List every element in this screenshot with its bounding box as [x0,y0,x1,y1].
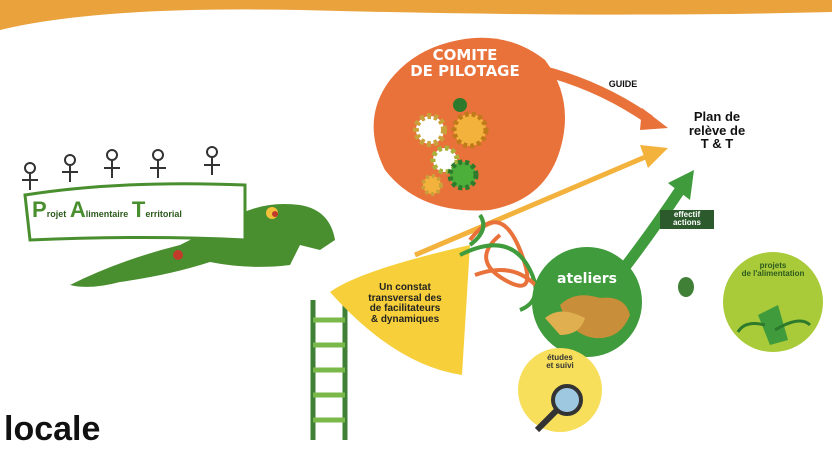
small-dot [678,277,694,297]
logo-word-t: erritorial [145,209,182,219]
logo-letter-p: P [32,197,47,222]
orange-circle-line2: DE PILOTAGE [400,64,530,80]
top-band [0,0,832,30]
green-circle-label: ateliers [545,272,629,287]
constat-line1: Un constat [350,283,460,294]
target-line1: Plan de [672,110,762,124]
ladder [313,300,345,440]
yellow-constat-text: Un constat transversal des de facilitate… [350,283,460,325]
target-line2: relève de [672,124,762,138]
logo-letter-t: T [132,197,145,222]
small-yellow-line2: et suivi [530,362,590,370]
target-text: Plan de relève de T & T [672,110,762,151]
logo-word-p: rojet [47,209,67,219]
lime-line2: de l'alimentation [735,270,811,278]
target-line3: T & T [672,137,762,151]
logo-text: Projet Alimentaire Territorial [32,198,244,221]
green-arrow-label: effectif actions [660,210,714,229]
bottom-text: locale [4,412,100,448]
small-yellow-text: études et suivi [530,354,590,371]
magnifier-icon [553,386,581,414]
green-arrow-line2: actions [662,219,712,227]
orange-arrow-head [640,108,668,130]
constat-line4: & dynamiques [350,315,460,326]
croc-eye-pupil [272,211,278,217]
logo-word-a: limentaire [86,209,129,219]
orange-circle-title: COMITE DE PILOTAGE [400,48,530,80]
yellow-arrow-head [640,145,668,168]
constat-line3: de facilitateurs [350,304,460,315]
lime-circle-text: projets de l'alimentation [735,262,811,279]
logo-letter-a: A [70,197,86,222]
arrow-label-top: GUIDE [598,80,648,89]
croc-spot [173,250,183,260]
